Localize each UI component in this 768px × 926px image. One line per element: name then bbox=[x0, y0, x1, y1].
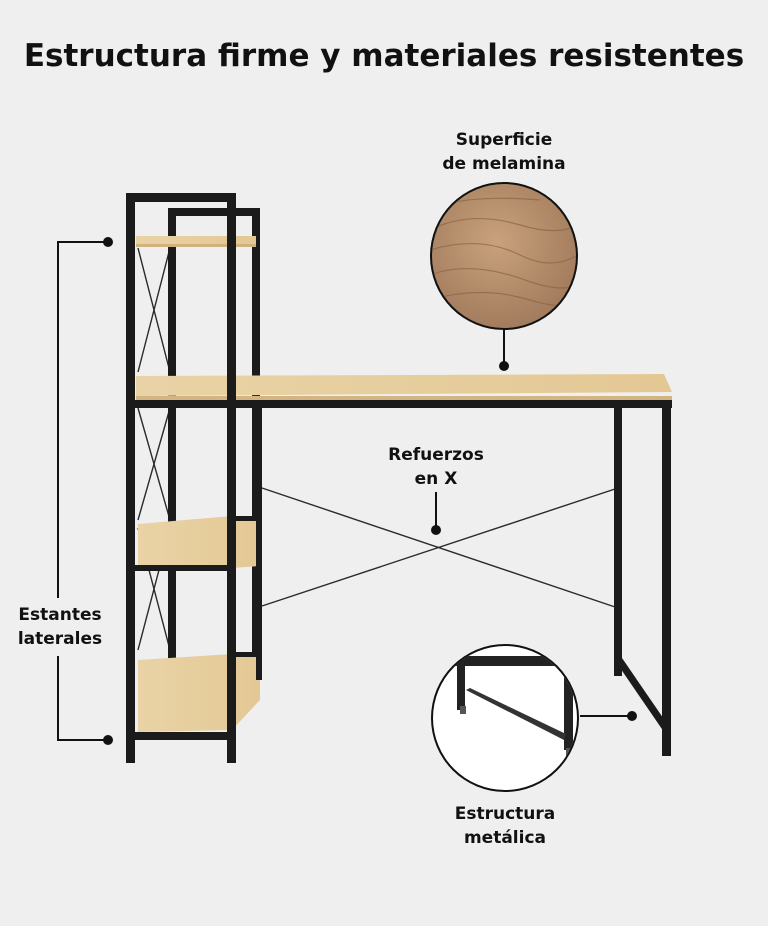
label-frame-line1: Estructura bbox=[454, 804, 556, 824]
shelf-front-posts bbox=[126, 193, 262, 763]
surface-zoom-icon bbox=[430, 182, 578, 330]
x-bracing bbox=[137, 247, 619, 651]
label-shelves: Estantes laterales bbox=[0, 603, 150, 651]
label-frame: Estructura metálica bbox=[415, 802, 595, 850]
label-shelves-line1: Estantes bbox=[18, 605, 102, 625]
label-shelves-line2: laterales bbox=[17, 629, 103, 649]
shelves-marker-top bbox=[103, 237, 113, 247]
label-bracing-line2: en X bbox=[414, 469, 458, 489]
label-frame-line2: metálica bbox=[463, 828, 547, 848]
page-title: Estructura firme y materiales resistente… bbox=[23, 38, 745, 74]
shelves-marker-bottom bbox=[103, 735, 113, 745]
shelf-back-posts bbox=[168, 208, 260, 680]
desk-top bbox=[136, 374, 672, 402]
shelves-bracket bbox=[57, 241, 108, 741]
desk-frame bbox=[128, 400, 672, 756]
label-surface-line2: de melamina bbox=[442, 154, 566, 174]
label-surface: Superficie de melamina bbox=[414, 128, 594, 176]
label-bracing: Refuerzos en X bbox=[346, 443, 526, 491]
frame-zoom-icon bbox=[431, 644, 579, 792]
label-bracing-line1: Refuerzos bbox=[388, 445, 484, 465]
label-surface-line1: Superficie bbox=[455, 130, 553, 150]
